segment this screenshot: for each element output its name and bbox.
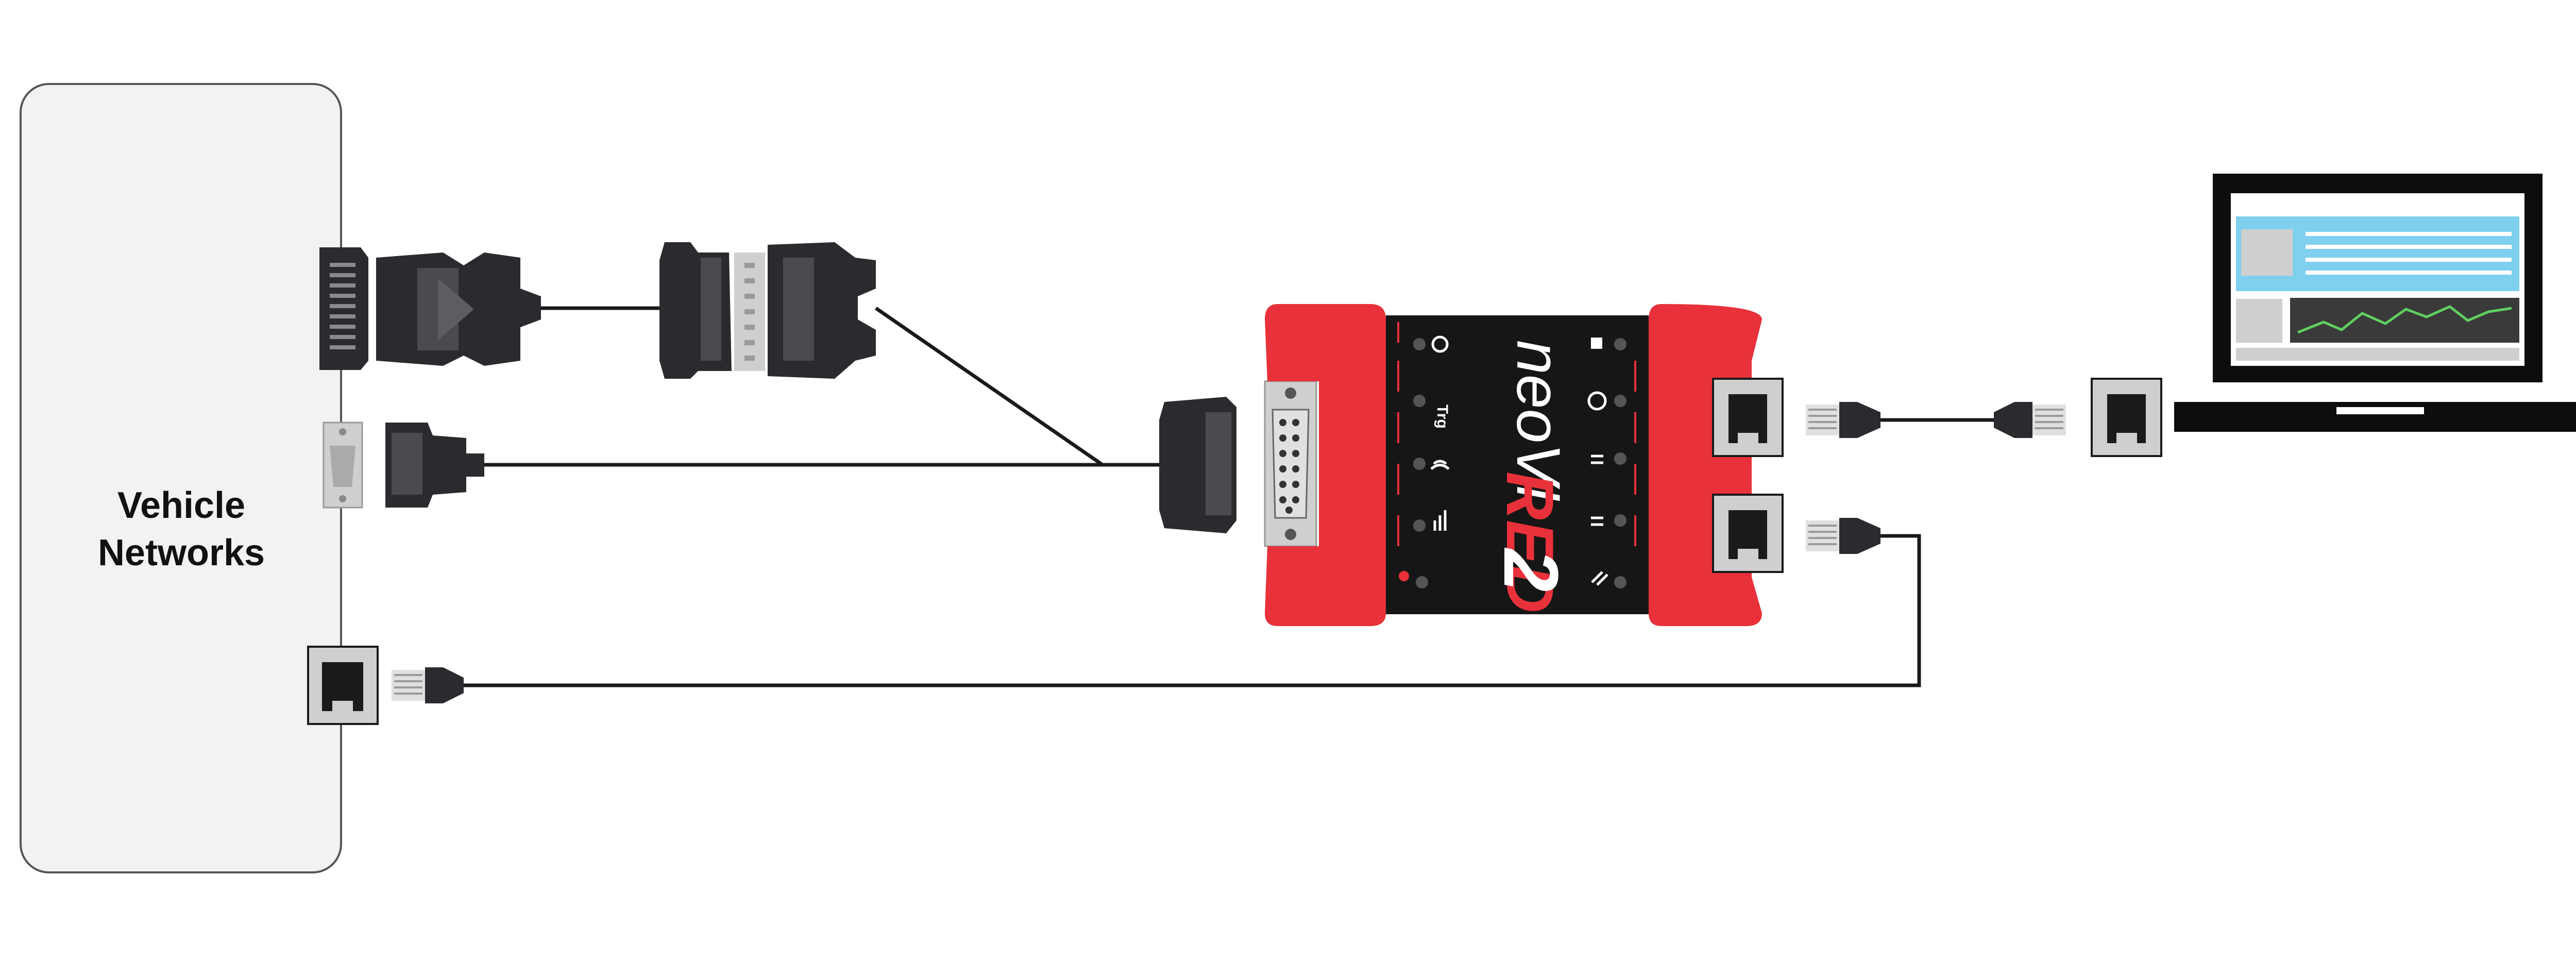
device-rj45-port-lower xyxy=(1712,494,1784,573)
power-indicator xyxy=(1399,571,1409,581)
device-brand: neoVI RED 2 xyxy=(1488,340,1574,613)
obd-coupler-icon xyxy=(659,242,876,379)
device-panel-square-icon xyxy=(1591,338,1602,349)
device-brand-red: RED xyxy=(1493,471,1568,613)
neovi-red2-device: Trg neoVI RED 2 xyxy=(1265,304,1762,626)
laptop-rj45-port xyxy=(2091,378,2162,457)
device-leds-left xyxy=(1413,338,1428,588)
device-leds-right xyxy=(1614,338,1626,588)
rj45-port-icon xyxy=(307,646,379,725)
rj45-plug-icon xyxy=(392,667,464,703)
vehicle-networks-label-line2: Networks xyxy=(98,532,265,574)
db9-connector-icon xyxy=(323,422,484,509)
obd-to-device-cable xyxy=(875,307,1170,467)
rj45-plug-laptop xyxy=(1994,402,2066,438)
laptop-screen-chart xyxy=(2290,298,2519,343)
vehicle-networks-label-line1: Vehicle xyxy=(117,485,245,526)
vehicle-networks-box: Vehicle Networks xyxy=(20,83,342,873)
rj45-plug-device-upper xyxy=(1806,402,1880,438)
laptop-icon xyxy=(2174,174,2576,432)
cables xyxy=(464,306,1994,687)
device-rj45-port-upper xyxy=(1712,378,1784,457)
ethernet-vehicle-cable xyxy=(464,534,1921,687)
device-brand-two: 2 xyxy=(1488,547,1574,592)
obd-connector-icon xyxy=(319,247,541,370)
device-panel-icons xyxy=(1430,335,1608,586)
db26-connector-icon xyxy=(1159,380,1317,547)
rj45-plug-device-lower xyxy=(1806,518,1880,554)
device-trigger-label: Trg xyxy=(1434,405,1451,429)
device-brand-neovi: neoVI xyxy=(1504,340,1573,502)
